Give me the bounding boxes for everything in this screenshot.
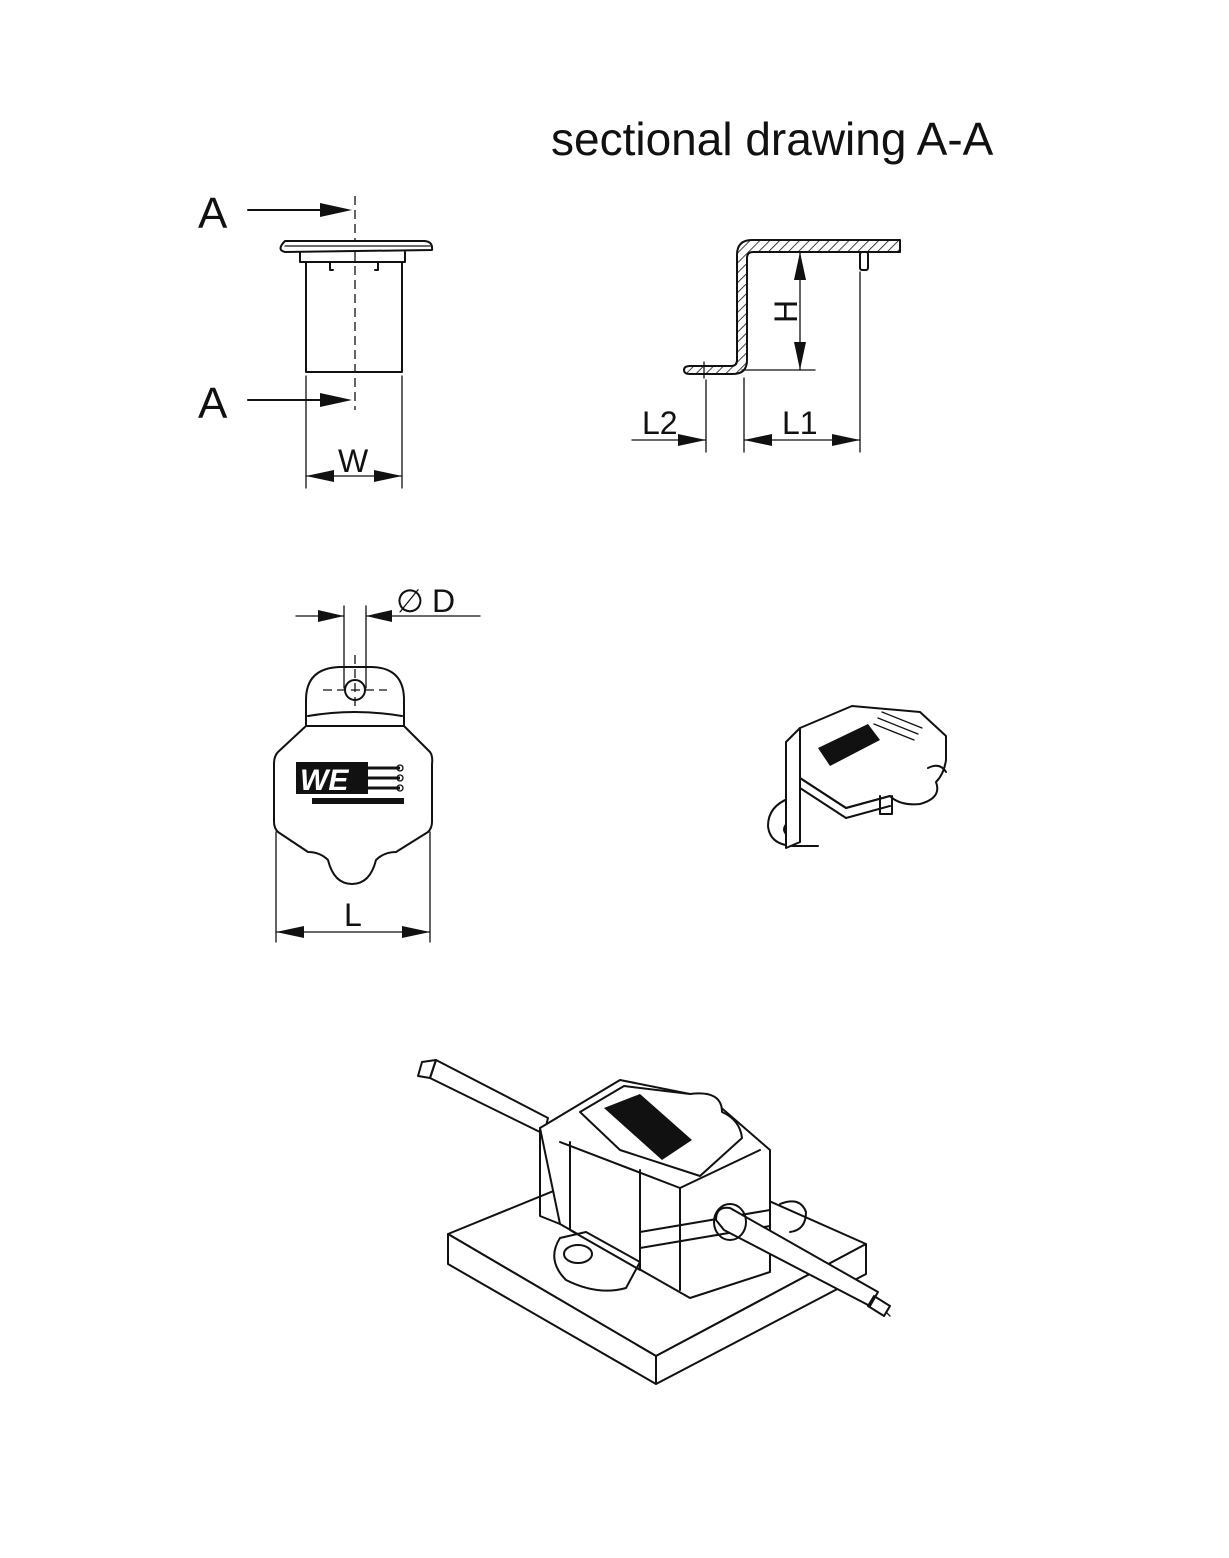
front-view: A A W [198, 189, 434, 489]
diameter-symbol: ∅ [396, 583, 424, 619]
assembly-foot [553, 1231, 641, 1292]
front-body [305, 261, 403, 373]
assembly-illustration [417, 1059, 891, 1385]
length1-label: L1 [782, 405, 818, 441]
assembly-logo [604, 1094, 692, 1160]
base-plate-side [655, 1243, 867, 1385]
clamp-wall [785, 727, 801, 849]
top-view: ∅ D WE L [273, 583, 481, 943]
section-marker-bottom: A [198, 379, 228, 428]
diameter-label: D [432, 583, 455, 619]
top-body [273, 725, 434, 885]
section-view: H L2 L1 [631, 239, 901, 453]
section-arrow-top-head [320, 203, 352, 217]
mounting-screw [563, 1244, 593, 1264]
width-label: W [338, 443, 369, 479]
logo-underline [312, 798, 404, 804]
drawing-title: sectional drawing A-A [551, 113, 994, 165]
section-pin [859, 251, 869, 271]
clamp-logo [818, 724, 880, 766]
cable-back [429, 1059, 549, 1135]
top-tab [305, 666, 405, 736]
we-logo-block [296, 762, 368, 794]
clamp-top-plate [799, 705, 947, 809]
clamp-wall-front [569, 1141, 641, 1271]
isometric-clamp-view [767, 705, 947, 849]
cable-front [715, 1206, 879, 1307]
height-label: H [768, 300, 804, 323]
section-marker-top: A [198, 189, 228, 238]
length-label: L [344, 897, 362, 933]
we-logo-text: WE [300, 764, 349, 797]
section-profile [683, 239, 901, 375]
section-arrow-bottom-head [320, 393, 352, 407]
length2-label: L2 [642, 405, 678, 441]
